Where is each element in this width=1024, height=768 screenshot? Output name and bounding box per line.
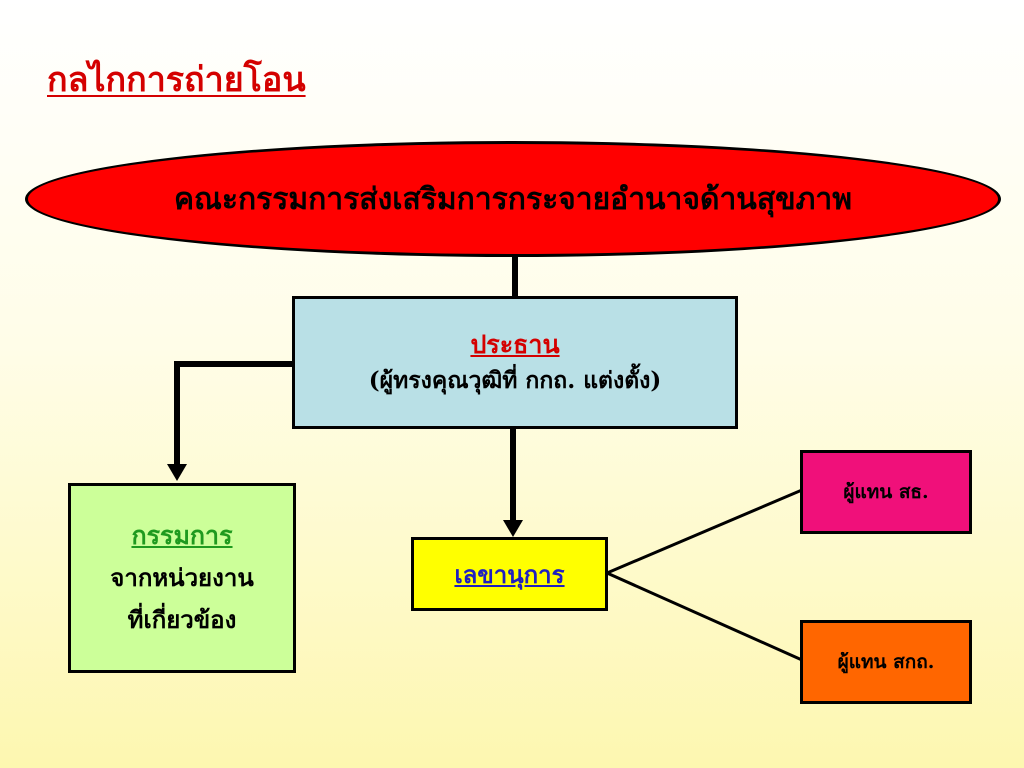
representative-health-box: ผู้แทน สธ. [800, 450, 972, 534]
chairman-box: ประธาน (ผู้ทรงคุณวุฒิที่ กกถ. แต่งตั้ง) [292, 296, 738, 429]
members-line1: จากหน่วยงาน [110, 563, 254, 592]
connector-secretary-rep1 [606, 488, 803, 575]
committee-ellipse: คณะกรรมการส่งเสริมการกระจายอำนาจด้านสุขภ… [25, 141, 1001, 257]
chairman-title: ประธาน [470, 329, 560, 359]
representative-decentralization-box: ผู้แทน สกถ. [800, 620, 972, 704]
connector-chairman-members [174, 361, 292, 468]
members-line2: ที่เกี่ยวข้อง [127, 605, 237, 634]
representative-decentralization-label: ผู้แทน สกถ. [837, 651, 935, 673]
secretary-box: เลขานุการ [411, 537, 608, 611]
chairman-subtitle: (ผู้ทรงคุณวุฒิที่ กกถ. แต่งตั้ง) [368, 366, 662, 394]
members-box: กรรมการ จากหน่วยงาน ที่เกี่ยวข้อง [68, 483, 296, 673]
representative-health-label: ผู้แทน สธ. [843, 481, 929, 503]
arrow-members [167, 464, 187, 481]
arrow-secretary [503, 520, 523, 537]
secretary-title: เลขานุการ [454, 559, 565, 589]
connector-secretary-rep2 [606, 571, 803, 662]
page-title: กลไกการถ่ายโอน [47, 60, 306, 100]
committee-label: คณะกรรมการส่งเสริมการกระจายอำนาจด้านสุขภ… [173, 181, 853, 217]
members-title: กรรมการ [131, 521, 233, 550]
